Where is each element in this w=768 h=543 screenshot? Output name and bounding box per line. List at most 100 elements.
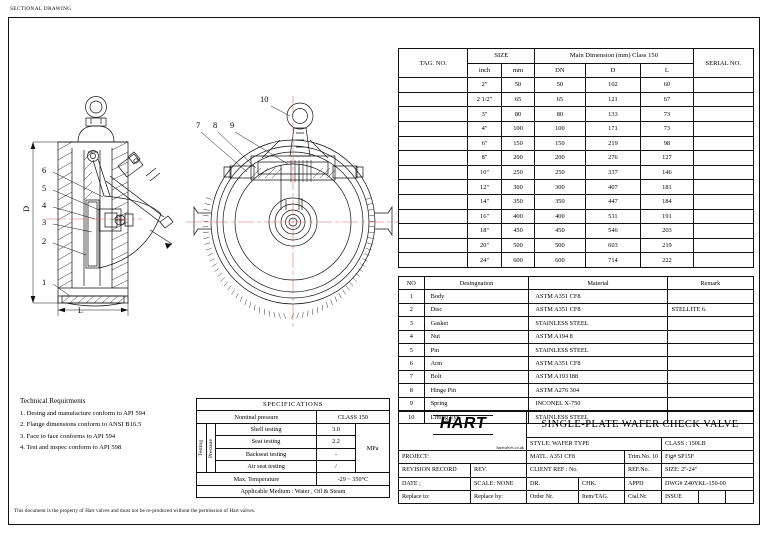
dim-header-inch: inch	[467, 62, 502, 79]
bom-cell-remark	[666, 316, 755, 331]
dim-cell-tag-no	[397, 208, 469, 225]
technical-requirement-item: 3. Face to face conforms to API 594	[20, 432, 116, 440]
bom-cell-designation: Body	[423, 289, 530, 304]
dim-cell-dn: 80	[534, 106, 586, 122]
cial-nr-field: Cial.Nr.	[624, 489, 662, 504]
technical-requirement-item: 4. Test and inspec conform to API 598	[20, 444, 122, 451]
dim-cell-serial-no	[692, 252, 754, 268]
rev-field: REV.	[470, 463, 527, 478]
bom-cell-remark	[666, 396, 755, 411]
bom-cell-designation: Disc	[423, 302, 530, 318]
product-title: SINGLE-PLATE WAFER CHECK VALVE	[526, 411, 754, 438]
dim-cell-tag-no	[397, 252, 469, 268]
dim-cell-dn: 600	[534, 252, 586, 268]
bom-cell-material: ASTM A276 304	[528, 383, 668, 398]
callout-1: 1	[42, 278, 47, 287]
dim-cell-serial-no	[692, 223, 754, 239]
dr-field: DR.	[526, 476, 579, 491]
logo-text: HART	[437, 415, 488, 432]
nominal-pressure-label: Nominal pressure	[196, 410, 317, 424]
technical-requirement-item: 1. Desing and manufacture conform to API…	[20, 409, 146, 417]
dim-cell-tag-no	[397, 237, 469, 254]
bom-header-designation: Desingnation	[423, 275, 530, 291]
callout-7: 7	[196, 121, 201, 130]
dim-cell-l: 98	[640, 135, 694, 152]
bom-cell-no: 7	[398, 369, 425, 385]
dimension-table: TAG. NO. SIZE Main Dimension (mm) Class …	[397, 47, 754, 268]
dim-cell-dn: 50	[534, 77, 586, 93]
dim-cell-d: 337	[584, 164, 642, 181]
bom-cell-designation: Nut	[423, 329, 530, 344]
dim-header-main-dimension: Main Dimension (mm) Class 150	[534, 48, 694, 64]
dim-cell-dn: 300	[534, 179, 586, 195]
dwg-no-field: DWG# Z40YKL-150-00	[661, 476, 754, 491]
specifications-title: SPECIFICATIONS	[196, 397, 390, 412]
dim-cell-l: 127	[640, 150, 694, 166]
dim-cell-tag-no	[397, 223, 469, 239]
dim-cell-tag-no	[397, 150, 469, 166]
dim-cell-serial-no	[692, 179, 754, 195]
callout-8: 8	[213, 121, 218, 130]
bom-cell-remark	[666, 356, 755, 371]
bom-cell-material: STAINLESS STEEL	[528, 342, 668, 358]
bom-cell-no: 1	[398, 289, 425, 304]
bom-header-no: NO	[398, 275, 425, 291]
dim-cell-tag-no	[397, 193, 469, 210]
dim-cell-inch: 8"	[467, 150, 502, 166]
bom-cell-no: 8	[398, 383, 425, 398]
dim-cell-dn: 350	[534, 193, 586, 210]
company-logo: HART hartvalves.co.uk	[398, 410, 527, 452]
spec-row-label: Seat testing	[215, 435, 317, 449]
dim-cell-inch: 10"	[467, 164, 502, 181]
dim-cell-inch: 3"	[467, 106, 502, 122]
dim-cell-serial-no	[692, 164, 754, 181]
dim-cell-mm: 500	[500, 237, 536, 254]
dim-cell-tag-no	[397, 106, 469, 122]
dim-cell-l: 184	[640, 193, 694, 210]
spec-row-value: 2.2	[315, 435, 357, 449]
dim-cell-l: 73	[640, 120, 694, 137]
dim-cell-dn: 65	[534, 91, 586, 108]
callout-2: 2	[42, 237, 47, 246]
replace-to-field: Replace to:	[398, 489, 471, 504]
dim-cell-mm: 200	[500, 150, 536, 166]
spec-row-label: Backseat testing	[215, 447, 317, 461]
dim-cell-l: 67	[640, 91, 694, 108]
dim-cell-inch: 2 1/2"	[467, 91, 502, 108]
title-block: HART hartvalves.co.uk SINGLE-PLATE WAFER…	[398, 410, 754, 504]
dim-header-serial-no: SERIAL NO.	[692, 47, 754, 79]
dim-header-dn: DN	[534, 62, 586, 79]
item-tag-field: Item/TAG.	[578, 489, 625, 504]
dim-cell-serial-no	[692, 77, 754, 93]
applicable-medium: Applicable Medium : Water , Oil & Steam	[196, 484, 390, 499]
dim-cell-inch: 18"	[467, 223, 502, 239]
scale-field: SCALE: NONE	[470, 476, 527, 491]
max-temperature-label: Max. Temperature	[196, 472, 317, 486]
order-nr-field: Order Nr.	[526, 489, 579, 504]
dim-cell-serial-no	[692, 237, 754, 254]
logo-bar-top	[432, 414, 493, 417]
dim-cell-serial-no	[692, 150, 754, 166]
dim-cell-inch: 2"	[467, 77, 502, 93]
dim-cell-tag-no	[397, 91, 469, 108]
dim-cell-mm: 400	[500, 208, 536, 225]
sheet-header-label: SECTIONAL DRAWING	[10, 6, 72, 12]
bom-cell-remark	[666, 289, 755, 304]
spec-row-value: -	[315, 447, 357, 461]
dim-header-tag-no: TAG. NO.	[397, 47, 469, 79]
dim-cell-d: 219	[584, 135, 642, 152]
dim-cell-mm: 350	[500, 193, 536, 210]
dim-cell-inch: 24"	[467, 252, 502, 268]
bom-cell-no: 5	[398, 342, 425, 358]
